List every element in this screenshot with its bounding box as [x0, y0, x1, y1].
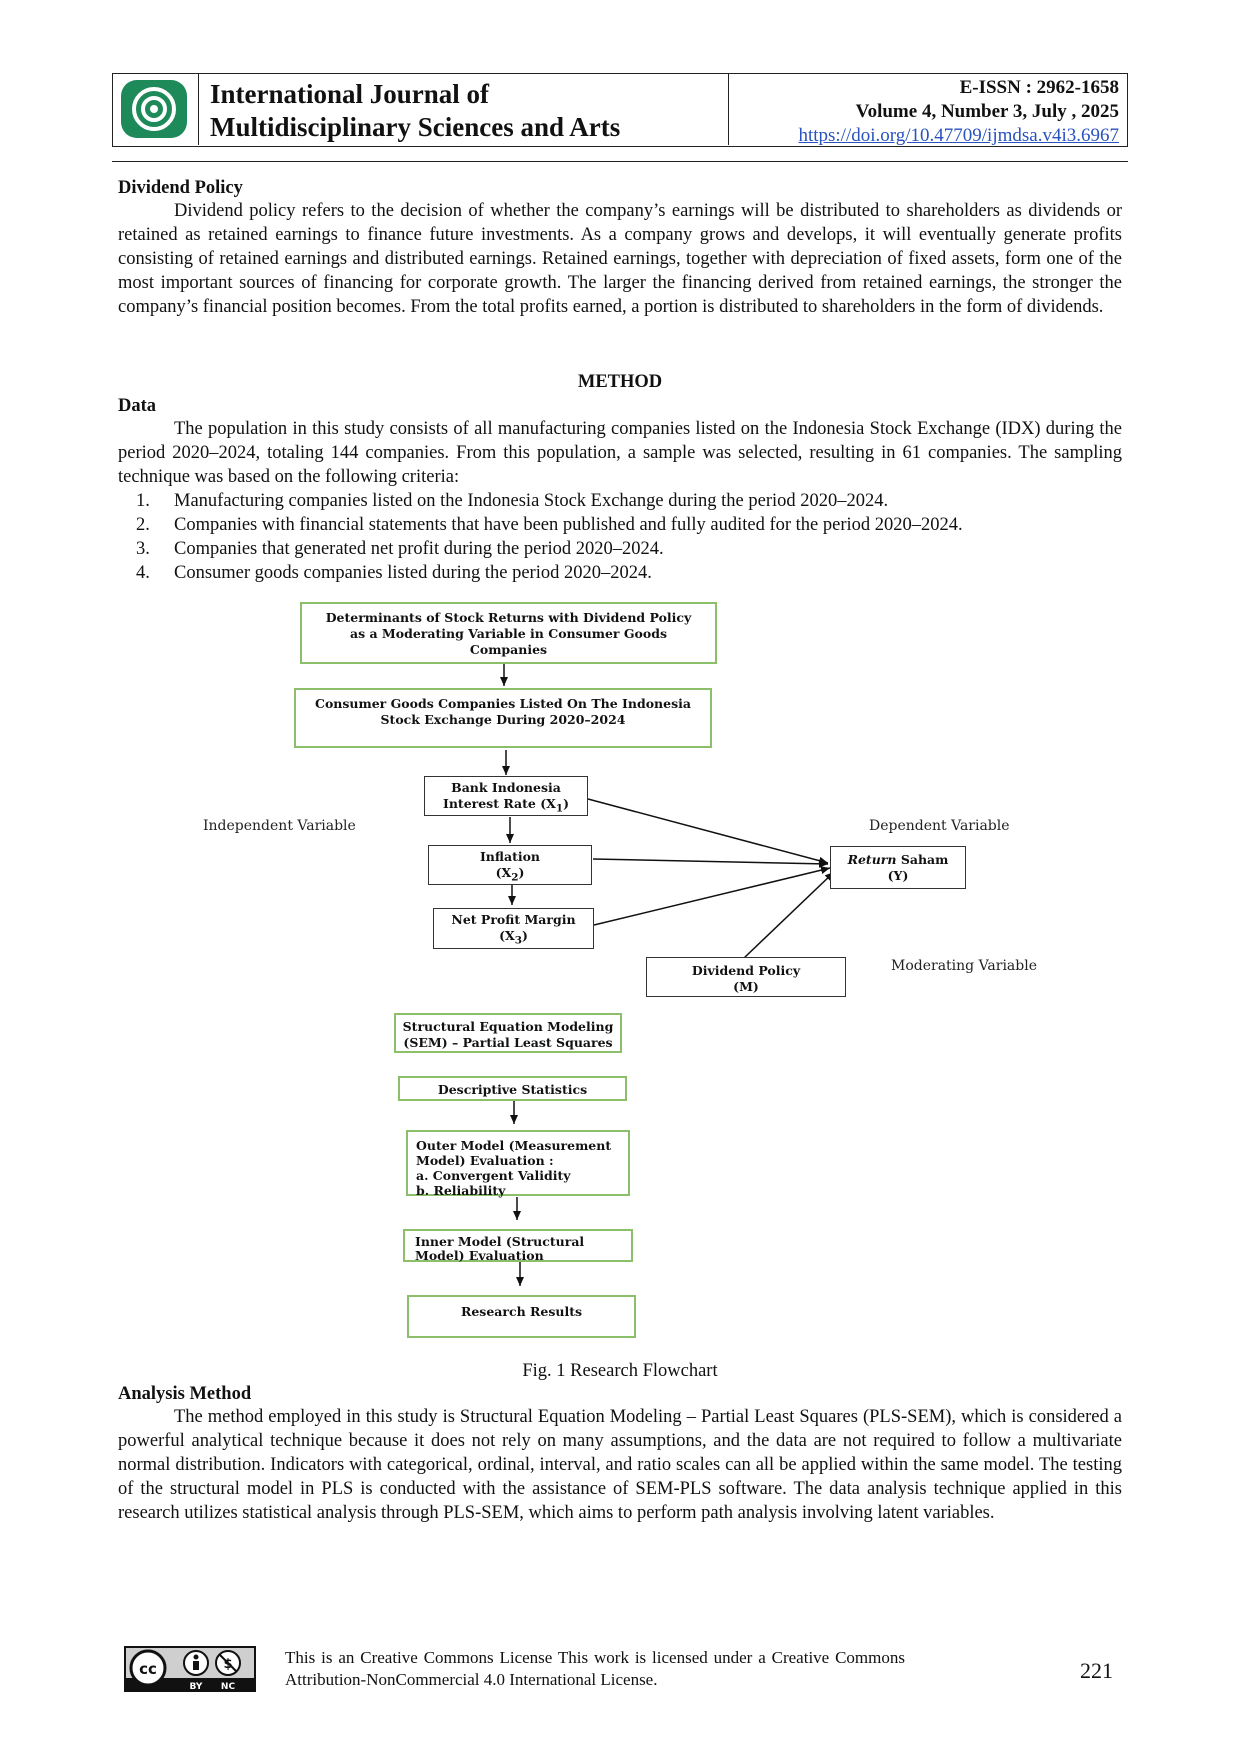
doi-link[interactable]: https://doi.org/10.47709/ijmdsa.v4i3.696…	[798, 125, 1119, 146]
logo-cell	[113, 74, 199, 145]
dividend-policy-paragraph: Dividend policy refers to the decision o…	[118, 201, 1122, 317]
data-paragraph: The population in this study consists of…	[118, 419, 1122, 487]
volume-info: Volume 4, Number 3, July , 2025	[855, 101, 1119, 122]
journal-title: International Journal of Multidisciplina…	[210, 78, 620, 144]
svg-text:BY: BY	[190, 1682, 203, 1692]
method-heading-wrap: METHOD	[118, 372, 1122, 393]
cc-by-nc-icon: cc $ BY NC	[124, 1646, 256, 1692]
arrow-x2-to-y	[592, 858, 829, 868]
journal-title-line1: International Journal of	[210, 79, 490, 109]
section-heading-method: METHOD	[577, 372, 663, 392]
header-divider	[112, 161, 1128, 162]
criteria-item: 4.Consumer goods companies listed during…	[136, 563, 652, 583]
inner-model-box: Inner Model (Structural Model) Evaluatio…	[403, 1229, 633, 1263]
label-moderating-variable: Moderating Variable	[891, 958, 1037, 974]
journal-header: International Journal of Multidisciplina…	[112, 73, 1128, 147]
population-box: Consumer Goods Companies Listed On The I…	[294, 688, 712, 748]
cc-badge-graphic: cc $ BY NC	[124, 1646, 256, 1692]
m-dividend-policy-box: Dividend Policy (M)	[646, 957, 846, 997]
descriptive-statistics-box: Descriptive Statistics	[398, 1076, 627, 1101]
arrow-x1-to-y	[587, 798, 829, 865]
label-dependent-variable: Dependent Variable	[869, 818, 1010, 834]
label-independent-variable: Independent Variable	[203, 818, 356, 834]
outer-model-box: Outer Model (Measurement Model) Evaluati…	[406, 1130, 630, 1198]
page-number: 221	[1080, 1658, 1113, 1683]
figure-caption: Fig. 1 Research Flowchart	[522, 1361, 718, 1381]
subheading-analysis-method: Analysis Method	[118, 1384, 252, 1404]
research-results-box: Research Results	[407, 1295, 636, 1338]
svg-text:NC: NC	[221, 1682, 236, 1692]
arrow-m-to-y	[743, 871, 835, 959]
x1-interest-rate-box: Bank Indonesia Interest Rate (X1)	[424, 776, 588, 816]
x2-inflation-box: Inflation (X2)	[428, 845, 592, 885]
data-section: Data The population in this study consis…	[118, 396, 1122, 585]
y-return-saham-box: Return Saham (Y)	[830, 846, 966, 889]
issn-block: E-ISSN : 2962-1658 Volume 4, Number 3, J…	[798, 76, 1119, 148]
svg-text:$: $	[223, 1657, 232, 1672]
analysis-paragraph: The method employed in this study is Str…	[118, 1407, 1122, 1523]
criteria-item: 2.Companies with financial statements th…	[136, 515, 963, 535]
arrow-x3-to-y	[593, 866, 831, 926]
sem-box: Structural Equation Modeling (SEM) – Par…	[394, 1013, 622, 1053]
criteria-item: 3.Companies that generated net profit du…	[136, 539, 664, 559]
analysis-method-section: Analysis Method The method employed in t…	[118, 1384, 1122, 1525]
journal-title-cell: International Journal of Multidisciplina…	[198, 74, 729, 145]
subheading-data: Data	[118, 396, 157, 416]
journal-logo-icon	[121, 80, 187, 138]
section-heading-dividend-policy: Dividend Policy	[118, 178, 243, 198]
dividend-policy-section: Dividend Policy Dividend policy refers t…	[118, 178, 1122, 319]
flowchart-title-box: Determinants of Stock Returns with Divid…	[300, 602, 717, 664]
criteria-list: 1.Manufacturing companies listed on the …	[136, 489, 1122, 585]
criteria-item: 1.Manufacturing companies listed on the …	[136, 491, 889, 511]
x3-net-profit-margin-box: Net Profit Margin (X3)	[433, 908, 594, 949]
journal-title-line2: Multidisciplinary Sciences and Arts	[210, 112, 621, 142]
license-text: This is an Creative Commons License This…	[285, 1648, 905, 1689]
svg-text:cc: cc	[139, 1660, 157, 1678]
issn: E-ISSN : 2962-1658	[959, 77, 1119, 98]
